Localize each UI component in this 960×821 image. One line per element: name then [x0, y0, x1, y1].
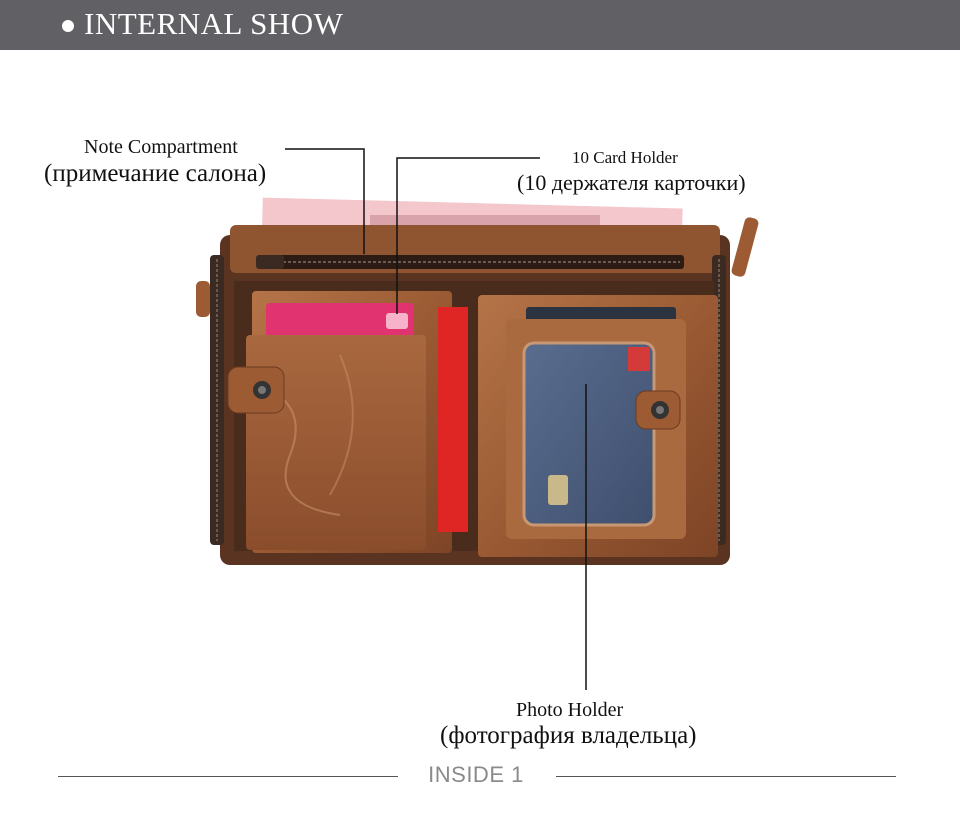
footer-line-right: [556, 776, 896, 777]
footer-line-left: [58, 776, 398, 777]
header-banner: INTERNAL SHOW: [0, 0, 960, 50]
photo-holder-label-ru: (фотография владельца): [440, 722, 697, 749]
section-title: INTERNAL SHOW: [84, 6, 344, 41]
left-pocket: [246, 335, 426, 550]
red-card: [438, 307, 468, 532]
card-holder-label: 10 Card Holder: [572, 148, 678, 167]
photo-holder-label: Photo Holder: [516, 699, 624, 721]
footer-caption: INSIDE 1: [428, 762, 524, 787]
bullet-dot-icon: [62, 20, 74, 32]
note-compartment-label-ru: (примечание салона): [44, 160, 267, 187]
pink-card: [266, 303, 414, 343]
wallet-image: [196, 197, 759, 565]
note-compartment-label: Note Compartment: [84, 136, 238, 158]
card-holder-label-ru: (10 держателя карточки): [517, 170, 746, 195]
